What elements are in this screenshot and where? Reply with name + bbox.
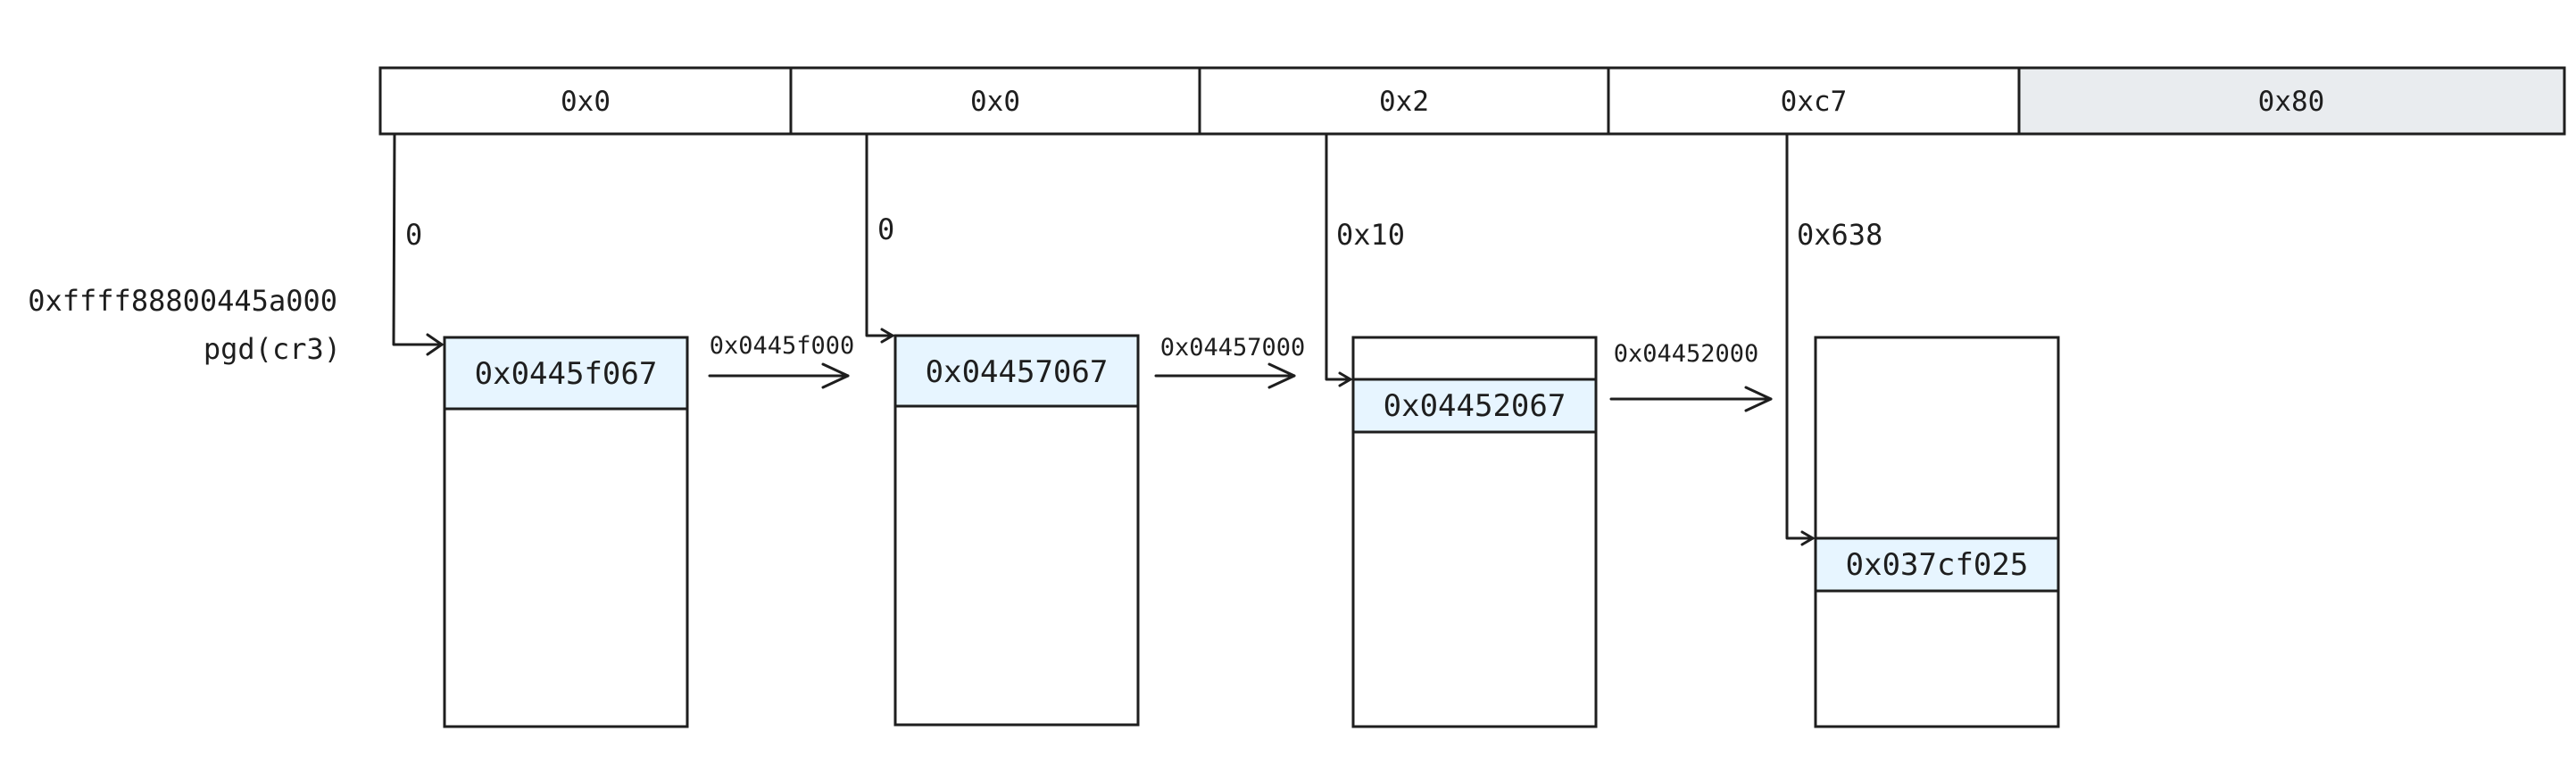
- index-offset-label: 0x638: [1797, 218, 1882, 252]
- arrowhead: [426, 333, 444, 356]
- table-entry-value: 0x04452067: [1384, 388, 1566, 424]
- next-table-address: 0x04457000: [1160, 334, 1306, 362]
- page-table-box: [1814, 336, 2060, 728]
- va-field-pud-index: [789, 66, 1201, 136]
- table-entry: [893, 334, 1140, 408]
- index-connector: [392, 132, 444, 346]
- next-table-arrows: [708, 362, 1773, 412]
- va-field-label: 0x0: [561, 86, 611, 118]
- va-field-label: 0x2: [1379, 86, 1429, 118]
- arrowhead: [821, 362, 850, 389]
- arrowhead: [1338, 371, 1352, 387]
- table-entry-value: 0x04457067: [926, 354, 1109, 390]
- table-entry: [1351, 378, 1598, 434]
- index-connector: [865, 132, 894, 337]
- table-entry-value: 0x037cf025: [1846, 547, 2029, 583]
- table-entry: [1814, 536, 2060, 593]
- index-connectors: [392, 132, 1815, 546]
- arrowhead: [1800, 530, 1815, 546]
- pgd-label: pgd(cr3): [204, 332, 341, 366]
- table-entry-value: 0x0445f067: [475, 356, 658, 392]
- index-connector: [1325, 132, 1352, 381]
- va-field-label: 0xc7: [1781, 86, 1848, 118]
- pgd-address: 0xffff88800445a000: [28, 284, 337, 318]
- virtual-address-bar: 0x0 0x0 0x2 0xc7 0x80: [378, 66, 2566, 136]
- page-table-pte: 0x037cf025: [1814, 336, 2060, 728]
- va-field-label: 0x0: [970, 86, 1020, 118]
- index-offset-label: 0x10: [1336, 218, 1405, 252]
- arrowhead: [1267, 362, 1296, 389]
- page-table-pmd: 0x04452067: [1351, 336, 1598, 728]
- page-table-pud: 0x04457067: [893, 334, 1140, 727]
- va-field-pgd-index: [378, 66, 793, 136]
- next-table-address: 0x0445f000: [710, 332, 855, 360]
- next-table-address: 0x04452000: [1614, 340, 1759, 368]
- va-field-pmd-index: [1198, 66, 1610, 136]
- page-table-pgd: 0x0445f067: [443, 336, 689, 728]
- va-field-page-offset: [2017, 66, 2566, 136]
- index-connector: [1785, 132, 1815, 540]
- arrowhead: [1744, 386, 1773, 412]
- arrowhead: [880, 328, 894, 344]
- index-offset-label: 0: [877, 212, 894, 246]
- table-entry: [443, 336, 689, 411]
- index-offset-label: 0: [405, 218, 422, 252]
- va-field-label: 0x80: [2258, 86, 2325, 118]
